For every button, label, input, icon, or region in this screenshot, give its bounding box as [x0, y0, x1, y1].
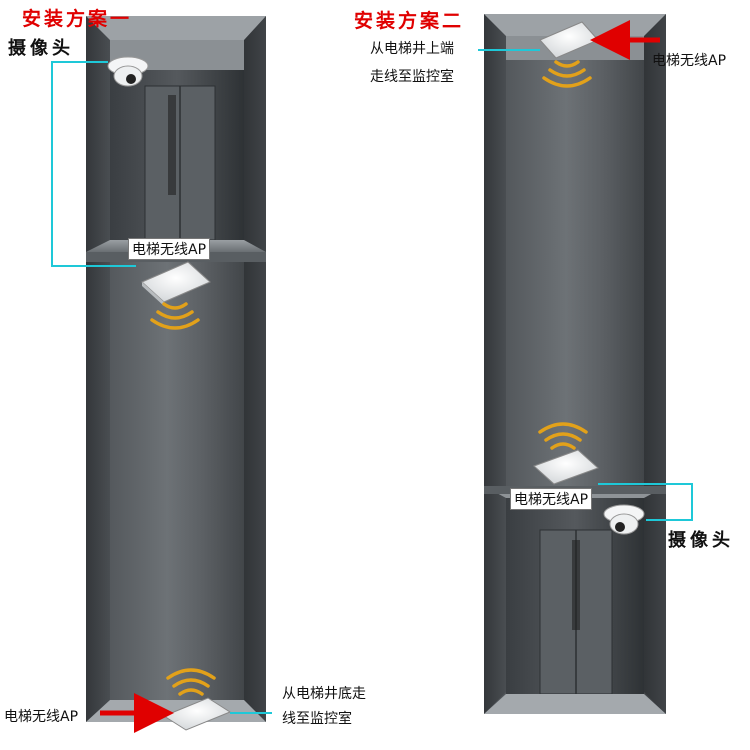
scheme-2-camera-label: 摄像头 — [668, 530, 734, 551]
scheme-2-ap-car-label: 电梯无线AP — [510, 488, 593, 510]
scheme-2-ap-top-label: 电梯无线AP — [652, 53, 727, 69]
scheme-1-ap-bottom-label: 电梯无线AP — [4, 709, 79, 725]
scheme-1-wiring-note-line2: 线至监控室 — [282, 711, 352, 727]
scheme-2-wiring-note-line2: 走线至监控室 — [370, 69, 454, 85]
camera-device-scheme2 — [603, 504, 645, 535]
red-arrows — [100, 20, 660, 733]
shaft-scheme-2 — [484, 14, 666, 714]
ap-device-scheme1-car — [141, 261, 211, 306]
camera-device-scheme1 — [107, 56, 149, 87]
connector-lines — [51, 49, 693, 714]
shaft-scheme-1 — [86, 16, 266, 722]
signal-waves-icon — [150, 60, 592, 696]
scheme-1-ap-car-label: 电梯无线AP — [128, 238, 211, 260]
scheme-1-title: 安装方案一 — [22, 8, 133, 30]
scheme-2-wiring-note-line1: 从电梯井上端 — [370, 41, 454, 57]
ap-device-scheme2-car — [533, 449, 599, 485]
scheme-2-title: 安装方案二 — [354, 10, 465, 32]
scheme-1-wiring-note-line1: 从电梯井底走 — [282, 686, 366, 702]
scheme-1-camera-label: 摄像头 — [8, 38, 74, 59]
